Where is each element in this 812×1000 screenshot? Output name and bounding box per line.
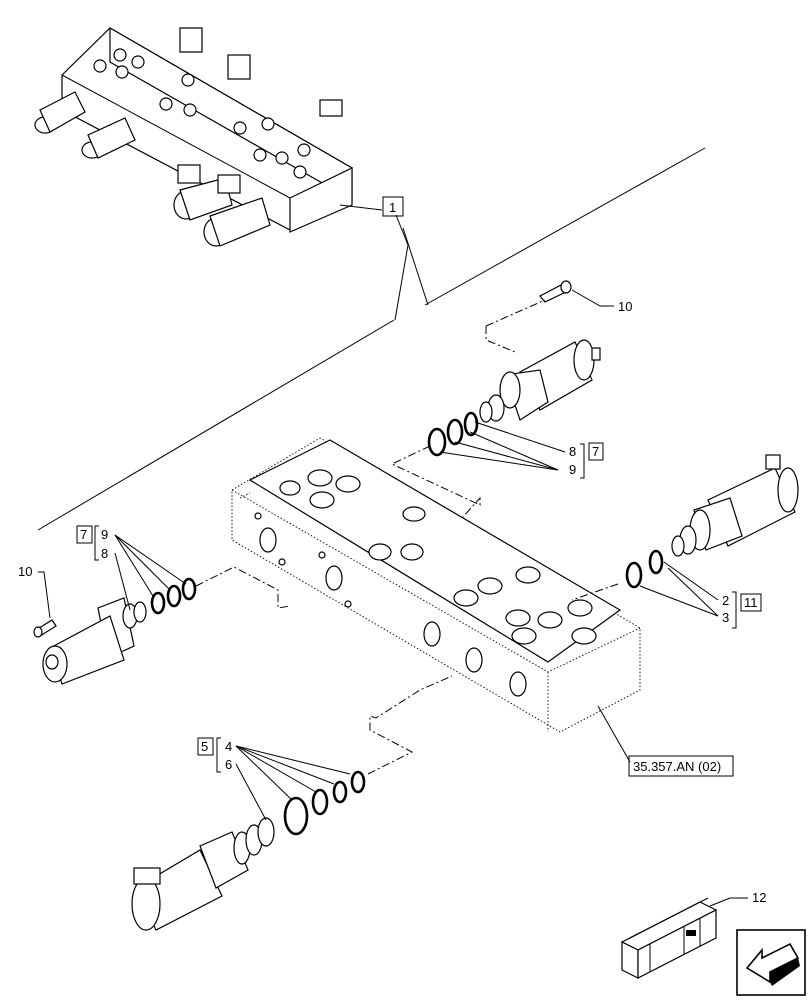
crate-icon (620, 897, 718, 979)
solenoid-left (42, 597, 147, 685)
reference-box: 35.357.AN (02) (628, 755, 734, 777)
o-rings-bottom (283, 770, 366, 836)
callout-9-right: 9 (569, 462, 576, 477)
callout-2: 2 (722, 593, 729, 608)
callout-8-left: 8 (101, 546, 108, 561)
callout-11: 11 (744, 595, 758, 610)
solenoid-right (671, 454, 799, 557)
callout-3: 3 (722, 610, 729, 625)
callout-1-text: 1 (389, 200, 396, 215)
screw-top (539, 280, 572, 303)
callout-12: 12 (752, 890, 766, 905)
callout-7-right: 7 (592, 444, 599, 459)
callout-10-top: 10 (618, 299, 632, 314)
callout-7-left: 7 (80, 527, 87, 542)
o-rings-right (625, 549, 664, 589)
screw-left (33, 619, 57, 638)
reference-text: 35.357.AN (02) (633, 759, 721, 774)
callout-6: 6 (225, 757, 232, 772)
o-rings-upper (427, 411, 479, 457)
solenoid-upper-right (479, 339, 601, 423)
callout-5: 5 (201, 739, 208, 754)
callout-4: 4 (225, 739, 232, 754)
block-ports (93, 48, 311, 179)
callout-8-right: 8 (569, 444, 576, 459)
top-solenoids (34, 27, 343, 247)
callout-9-left: 9 (101, 527, 108, 542)
arrow-left-icon[interactable] (736, 929, 806, 996)
solenoid-bottom (131, 817, 275, 931)
callout-10-left: 10 (18, 564, 32, 579)
callout-1: 1 (382, 196, 404, 217)
valve-block-center (231, 437, 641, 733)
center-block-ports (254, 469, 597, 697)
valve-assembly-top (34, 26, 353, 247)
o-rings-left (150, 577, 197, 615)
